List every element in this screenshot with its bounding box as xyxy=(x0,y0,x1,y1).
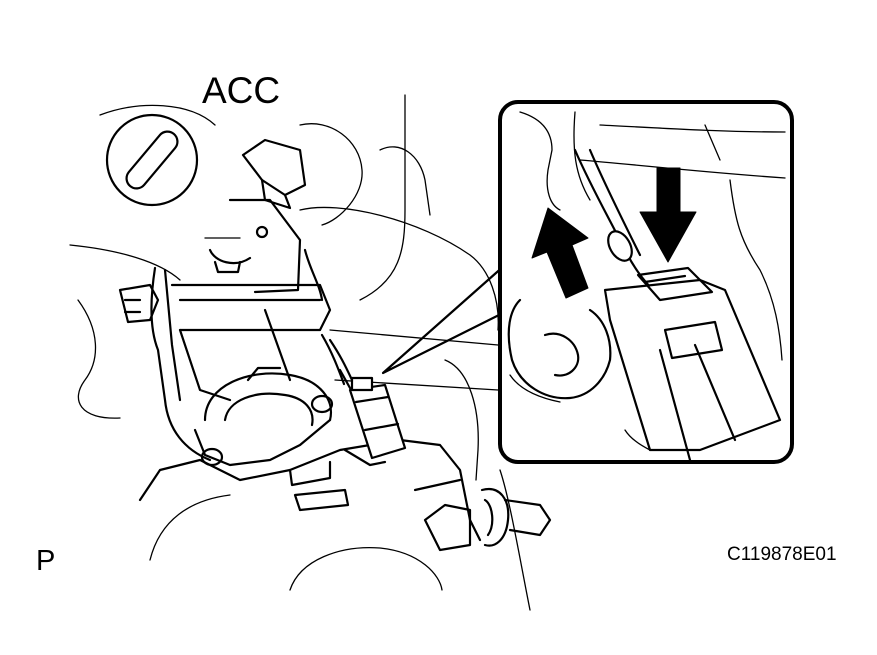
column-clamp xyxy=(193,366,334,467)
pull-up-arrow-icon xyxy=(531,207,589,299)
push-down-arrow-icon xyxy=(639,167,697,263)
callout-leader xyxy=(381,263,507,375)
acc-position-label: ACC xyxy=(202,70,281,111)
lower-housing xyxy=(138,438,552,552)
key-cylinder xyxy=(105,113,199,207)
upper-bracket xyxy=(204,138,307,294)
detail-inset xyxy=(498,100,794,464)
key-cylinder-slot-icon xyxy=(105,113,199,207)
page-mark: P xyxy=(36,545,56,577)
column-background xyxy=(69,94,531,611)
figure-code: C119878E01 xyxy=(727,544,837,565)
column-frame xyxy=(118,248,332,462)
ignition-connector xyxy=(320,333,407,467)
